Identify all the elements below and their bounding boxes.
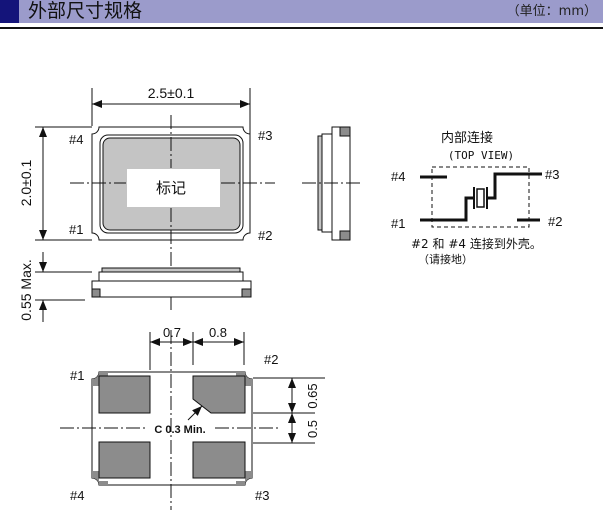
pad-spacing-dimension: 0.7 (163, 325, 181, 340)
pad-4 (98, 441, 151, 479)
crystal-symbol (476, 188, 485, 208)
pad-height-dimension: 0.65 (305, 383, 320, 408)
ground-note: #2 和 #4 连接到外壳。 (411, 236, 542, 251)
top-view: 2.5±0.1 2.0±0.1 标记 #4 #3 #1 #2 (18, 85, 275, 310)
internal-title: 内部连接 (441, 130, 493, 146)
pad-2 (192, 375, 246, 414)
pin-label-1: #1 (391, 216, 405, 231)
package-boundary (431, 166, 530, 228)
marking-area (127, 169, 220, 207)
bottom-view: 0.7 0.8 C 0.3 Min. 0.65 0.5 #1 #2 #4 #3 (60, 325, 325, 510)
pin-label-1: #1 (69, 222, 83, 237)
pin-label-4: #4 (391, 169, 405, 184)
pin-label-2: #2 (548, 214, 562, 229)
pin-label-4: #4 (70, 488, 84, 503)
header-marker (0, 0, 19, 23)
pin-label-3: #3 (255, 488, 269, 503)
marking-label: 标记 (156, 179, 186, 197)
pin-label-1: #1 (70, 368, 84, 383)
pad-gap-dimension: 0.5 (305, 420, 320, 438)
unit-label: （单位：mm） (506, 4, 597, 19)
internal-connection-diagram: 内部连接 (TOP VIEW) #4 #3 #1 #2 #2 和 #4 连接到外… (391, 130, 562, 266)
height-dimension: 2.0±0.1 (18, 159, 34, 206)
thickness-dimension: 0.55 Max. (18, 259, 34, 320)
front-view: 0.55 Max. (18, 252, 252, 322)
pin-label-3: #3 (545, 167, 559, 182)
chamfer-note: C 0.3 Min. (154, 424, 205, 436)
width-dimension: 2.5±0.1 (148, 85, 195, 101)
section-header: 外部尺寸规格 （单位：mm） (0, 0, 603, 23)
pin-label-3: #3 (258, 128, 272, 143)
pad-1 (98, 375, 151, 414)
pin-label-4: #4 (69, 132, 83, 147)
ground-note-2: （请接地） (418, 253, 473, 266)
section-title: 外部尺寸规格 (28, 0, 143, 22)
internal-subtitle: (TOP VIEW) (448, 149, 514, 162)
pin-label-2: #2 (258, 228, 272, 243)
header-divider (0, 27, 603, 29)
pad-3 (192, 441, 246, 479)
side-view (302, 126, 362, 241)
pad-width-dimension: 0.8 (209, 325, 227, 340)
pin-label-2: #2 (264, 352, 278, 367)
